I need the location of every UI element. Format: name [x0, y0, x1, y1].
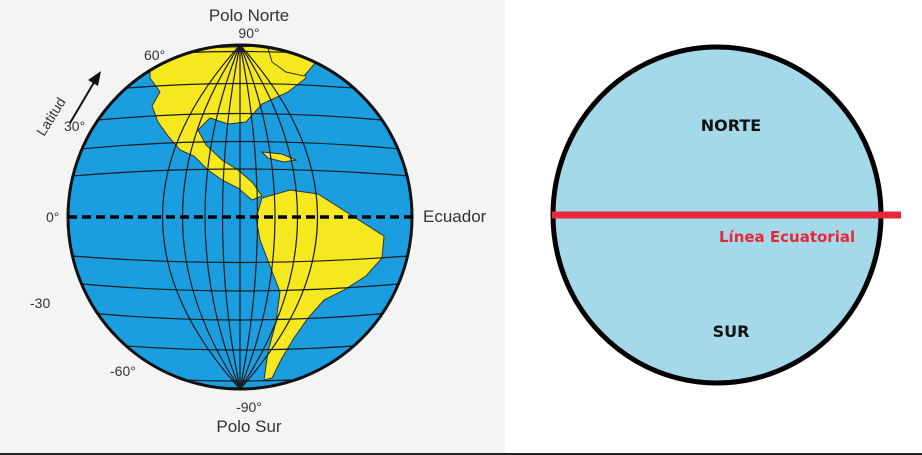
south-label: SUR	[713, 322, 750, 341]
lat-minus-30-label: -30	[30, 295, 50, 311]
equator-label: Ecuador	[423, 207, 487, 226]
latitude-arrow	[69, 78, 97, 124]
globe-diagram: Polo Norte 90° 60° 30° 0° -30 -60° -90° …	[30, 6, 487, 436]
south-america-landmass	[255, 189, 385, 381]
arrow-head-icon	[88, 71, 101, 86]
north-label: NORTE	[701, 116, 761, 135]
south-pole-label: Polo Sur	[216, 417, 282, 436]
hemispheres-panel: NORTE SUR Línea Ecuatorial	[505, 0, 922, 455]
lat-0-label: 0°	[46, 209, 59, 225]
lat-90-label: 90°	[238, 25, 259, 41]
globe-panel: Polo Norte 90° 60° 30° 0° -30 -60° -90° …	[0, 0, 505, 455]
lat-minus-90-label: -90°	[236, 399, 262, 415]
north-pole-label: Polo Norte	[209, 6, 289, 25]
lat-minus-60-label: -60°	[110, 363, 136, 379]
lat-30-label: 30°	[64, 118, 85, 134]
hemispheres-diagram: NORTE SUR Línea Ecuatorial	[550, 44, 901, 386]
equatorial-line-label: Línea Ecuatorial	[719, 228, 855, 246]
bottom-border	[0, 453, 922, 455]
lat-60-label: 60°	[144, 47, 165, 63]
